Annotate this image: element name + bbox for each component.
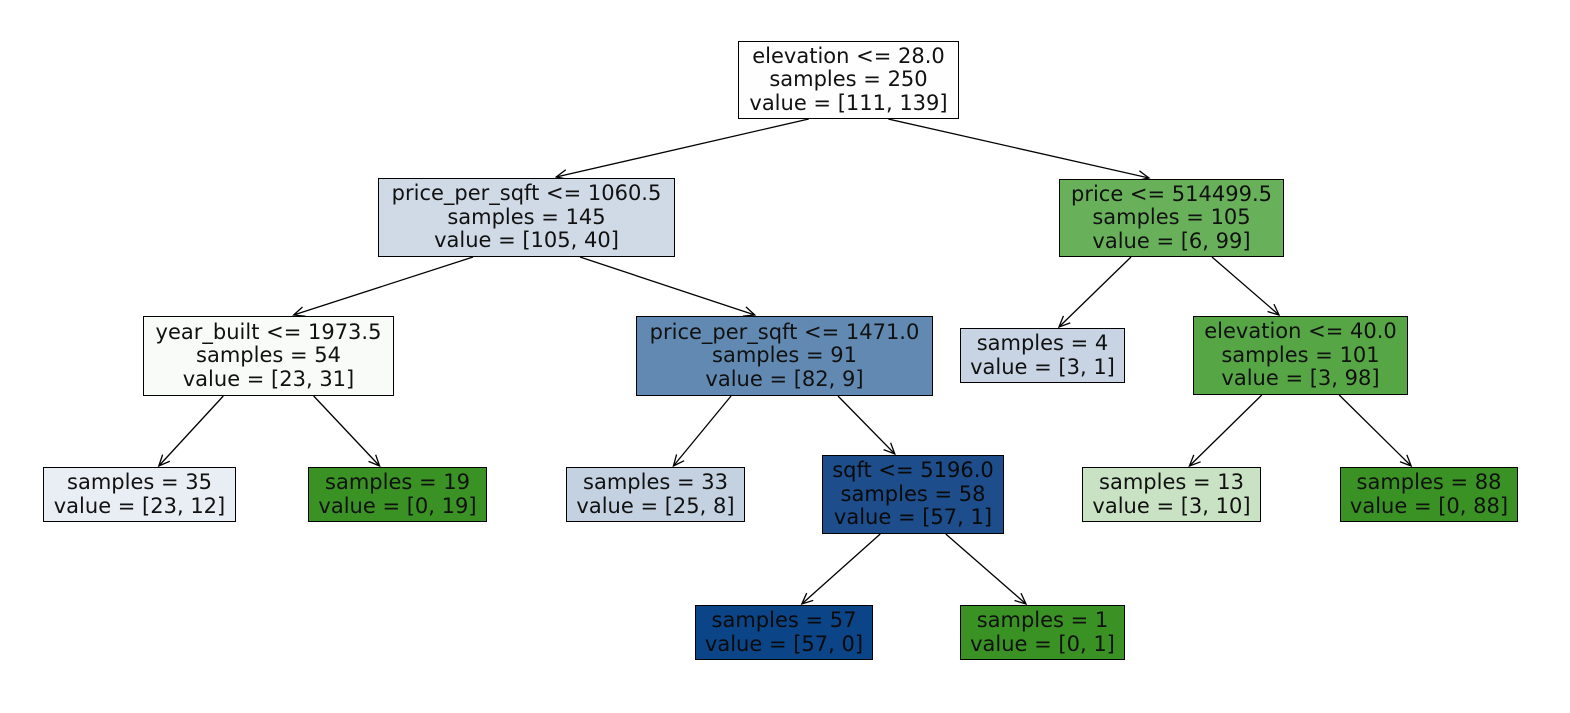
arrowhead-icon: [1399, 454, 1413, 468]
node-samples-label: samples = 145: [447, 204, 606, 229]
node-samples-label: samples = 88: [1356, 470, 1502, 494]
node-samples-label: samples = 4: [976, 331, 1109, 355]
tree-edge-n2-n6: [1211, 256, 1280, 316]
node-samples-label: samples = 58: [840, 481, 986, 506]
node-samples-label: samples = 57: [711, 608, 857, 632]
node-value-label: value = [3, 98]: [1221, 366, 1380, 391]
node-samples-label: samples = 91: [712, 343, 857, 368]
node-value-label: value = [57, 1]: [833, 505, 993, 530]
arrowhead-icon: [1188, 454, 1201, 468]
node-samples-label: samples = 250: [769, 67, 928, 92]
node-value-label: value = [23, 31]: [182, 366, 355, 391]
node-value-label: value = [23, 12]: [53, 493, 226, 518]
node-value-label: value = [6, 99]: [1092, 228, 1251, 253]
arrowhead-icon: [1267, 303, 1281, 317]
node-samples-label: samples = 101: [1221, 342, 1380, 367]
tree-edge-n10-n13: [801, 533, 881, 605]
tree-edge-n4-n9: [672, 395, 732, 467]
tree-edge-n0-n1: [556, 118, 809, 178]
node-value-label: value = [3, 10]: [1092, 493, 1251, 518]
tree-edge-n1-n3: [293, 256, 474, 316]
node-value-label: value = [105, 40]: [434, 228, 619, 253]
arrowhead-icon: [800, 592, 814, 606]
tree-edge-n4-n10: [837, 395, 896, 455]
arrowhead-icon: [368, 454, 381, 468]
node-value-label: value = [3, 1]: [970, 354, 1115, 379]
node-split-label: price_per_sqft <= 1471.0: [649, 319, 920, 344]
tree-edge-n1-n4: [579, 256, 756, 316]
arrowhead-icon: [1057, 315, 1071, 329]
tree-edge-n3-n7: [158, 395, 224, 467]
tree-edge-n0-n2: [888, 118, 1150, 179]
node-samples-label: samples = 35: [67, 470, 212, 494]
node-split-label: elevation <= 40.0: [1204, 319, 1397, 344]
node-value-label: value = [25, 8]: [576, 493, 735, 518]
tree-edge-n10-n14: [945, 533, 1027, 605]
tree-edge-n6-n12: [1338, 394, 1412, 467]
node-split-label: price_per_sqft <= 1060.5: [391, 181, 662, 206]
node-split-label: year_built <= 1973.5: [155, 319, 382, 344]
arrowhead-icon: [292, 306, 306, 317]
node-split-label: elevation <= 28.0: [752, 43, 945, 68]
arrowhead-icon: [1014, 592, 1028, 606]
tree-edge-n2-n5: [1058, 256, 1132, 328]
node-samples-label: samples = 19: [325, 470, 470, 494]
node-samples-label: samples = 13: [1099, 470, 1244, 494]
node-value-label: value = [82, 9]: [705, 366, 864, 391]
tree-edge-n3-n8: [313, 395, 381, 467]
node-split-label: price <= 514499.5: [1070, 181, 1272, 206]
arrowhead-icon: [157, 454, 171, 468]
node-value-label: value = [0, 88]: [1349, 493, 1509, 518]
node-samples-label: samples = 33: [583, 470, 728, 494]
node-value-label: value = [0, 19]: [318, 493, 477, 518]
tree-edge-n6-n11: [1188, 394, 1263, 467]
node-value-label: value = [111, 139]: [749, 90, 948, 115]
arrowhead-icon: [742, 306, 757, 317]
node-split-label: sqft <= 5196.0: [832, 458, 994, 483]
node-samples-label: samples = 105: [1092, 205, 1251, 230]
node-value-label: value = [57, 0]: [704, 631, 864, 656]
arrowhead-icon: [883, 442, 896, 456]
node-value-label: value = [0, 1]: [970, 631, 1115, 656]
node-samples-label: samples = 54: [196, 343, 341, 368]
arrowhead-icon: [672, 454, 685, 468]
node-samples-label: samples = 1: [976, 608, 1109, 632]
